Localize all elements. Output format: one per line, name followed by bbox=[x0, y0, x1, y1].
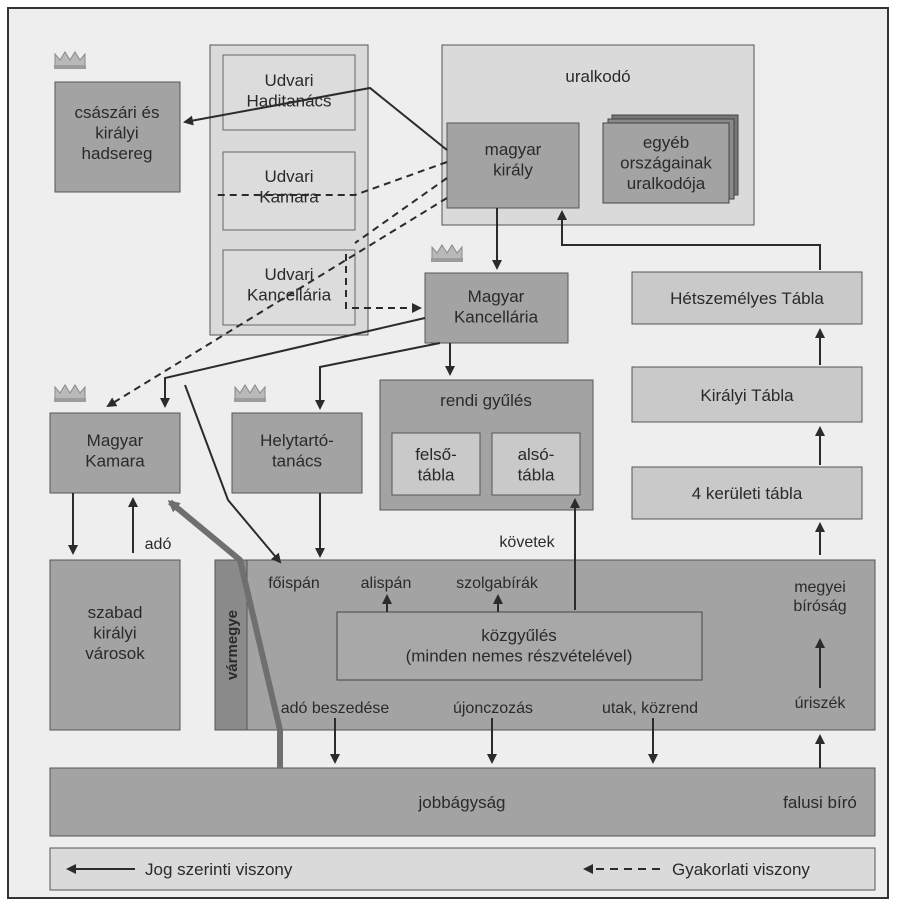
felso-tabla-box bbox=[391, 432, 481, 496]
helytarto-label: Helytartó-tanács bbox=[260, 431, 334, 470]
kiralyi-tabla-label: Királyi Tábla bbox=[700, 386, 794, 405]
ujonczozas-label: újonczozás bbox=[453, 700, 533, 717]
felso-tabla-label: felső-tábla bbox=[415, 445, 457, 484]
arrow-tax bbox=[167, 499, 283, 768]
udvari-kancellaria-box bbox=[222, 249, 356, 326]
szabad-varosok-box bbox=[49, 559, 181, 731]
udvari-haditanacs-box bbox=[222, 54, 356, 131]
alispan-label: alispán bbox=[361, 575, 412, 592]
ado-beszedese-label: adó beszedése bbox=[281, 700, 390, 717]
varmegye-label: vármegye bbox=[224, 610, 241, 680]
foispan-label: főispán bbox=[268, 575, 320, 592]
arrow-solid bbox=[160, 317, 426, 408]
arrow-solid bbox=[184, 384, 282, 564]
helytarto-box bbox=[231, 412, 363, 494]
csaszari-box bbox=[54, 81, 181, 193]
jobbagysag-label: jobbágyság bbox=[418, 793, 506, 812]
arrow-solid bbox=[557, 210, 821, 270]
jobbagysag-box bbox=[49, 767, 876, 837]
udvari-kamara-box bbox=[222, 151, 356, 231]
also-tabla-label: alsó-tábla bbox=[518, 445, 555, 484]
magyar-kiraly-box bbox=[446, 122, 580, 209]
utak-kozrend-label: utak, közrend bbox=[602, 700, 698, 717]
uriszek-label: úriszék bbox=[795, 695, 847, 712]
kovetek-label: követek bbox=[499, 534, 555, 551]
arrow-dashed bbox=[345, 254, 422, 313]
arrow-dashed bbox=[354, 177, 448, 244]
hetszemelyes-label: Hétszemélyes Tábla bbox=[670, 289, 824, 308]
also-tabla-box bbox=[491, 432, 581, 496]
kiralyi-tabla-box bbox=[631, 366, 863, 423]
szolgabirak-label: szolgabírák bbox=[456, 575, 539, 592]
varmegye-box bbox=[214, 559, 876, 731]
ado-label: adó bbox=[145, 536, 172, 553]
negy-keruleti-box bbox=[631, 466, 863, 520]
arrow-dashed bbox=[215, 161, 448, 196]
falusi-biro-label: falusi bíró bbox=[783, 793, 857, 812]
arrows bbox=[66, 86, 825, 874]
uralkodo-label: uralkodó bbox=[565, 67, 630, 86]
legend-box bbox=[49, 847, 876, 891]
kozgyules-box bbox=[336, 611, 703, 681]
magyar-kancellaria-box bbox=[424, 272, 569, 344]
varmegye-band bbox=[214, 559, 248, 731]
arrow-dashed bbox=[106, 197, 448, 408]
boxes bbox=[49, 44, 876, 891]
egyeb-box bbox=[602, 122, 730, 204]
legend-jog-label: Jog szerinti viszony bbox=[145, 860, 293, 879]
negy-keruleti-label: 4 kerületi tábla bbox=[692, 484, 803, 503]
magyar-kamara-box bbox=[49, 412, 181, 494]
arrow-solid bbox=[183, 86, 448, 151]
kozgyules-label: közgyűlés(minden nemes részvételével) bbox=[406, 626, 633, 665]
arrow-solid bbox=[315, 342, 441, 410]
legend-gyakorlati-label: Gyakorlati viszony bbox=[672, 860, 810, 879]
rendi-gyules-label: rendi gyűlés bbox=[440, 391, 532, 410]
hetszemelyes-box bbox=[631, 271, 863, 325]
